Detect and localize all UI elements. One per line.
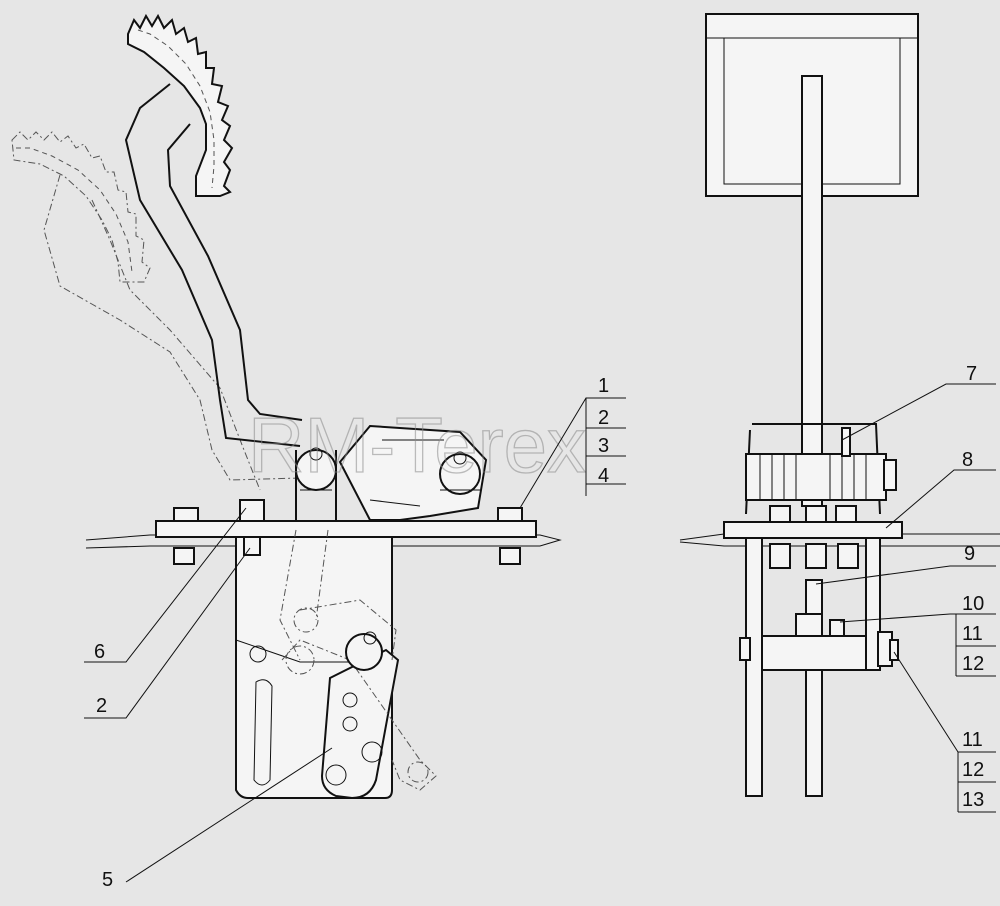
callout-11-upper: 11 — [962, 623, 983, 645]
pivot-right — [338, 424, 488, 521]
front-view — [679, 13, 1000, 797]
callout-6: 6 — [94, 641, 105, 663]
callout-7: 7 — [966, 363, 977, 385]
callout-5: 5 — [102, 869, 113, 891]
callout-12-lower: 12 — [962, 759, 984, 781]
leader-lines — [84, 383, 996, 883]
callout-11-lower: 11 — [962, 729, 983, 751]
callout-10: 10 — [962, 593, 984, 615]
callout-9: 9 — [964, 543, 975, 565]
pivot-left — [295, 447, 337, 520]
callout-1: 1 — [598, 375, 609, 397]
floor-line-left — [85, 534, 562, 549]
pedal-ghost-position — [11, 131, 301, 491]
bracket-legs — [739, 537, 899, 797]
callout-4: 4 — [598, 465, 609, 487]
callout-12-upper: 12 — [962, 653, 984, 675]
pedal — [124, 13, 303, 447]
linkage-arm — [279, 529, 437, 800]
callout-3: 3 — [598, 435, 609, 457]
bolt-icon — [173, 499, 523, 565]
callout-2: 2 — [598, 407, 609, 429]
mounting-plate — [155, 520, 537, 538]
bolt-icon-front — [769, 505, 859, 569]
side-view — [11, 13, 562, 800]
spring-icon — [745, 423, 897, 515]
watermark: RM-Terex — [248, 401, 586, 489]
mounting-plate-front — [723, 521, 903, 539]
callout-2-lower: 2 — [96, 695, 107, 717]
pivot-lower — [285, 607, 383, 675]
callout-8: 8 — [962, 449, 973, 471]
callout-13: 13 — [962, 789, 984, 811]
pedal-pad — [705, 13, 919, 507]
